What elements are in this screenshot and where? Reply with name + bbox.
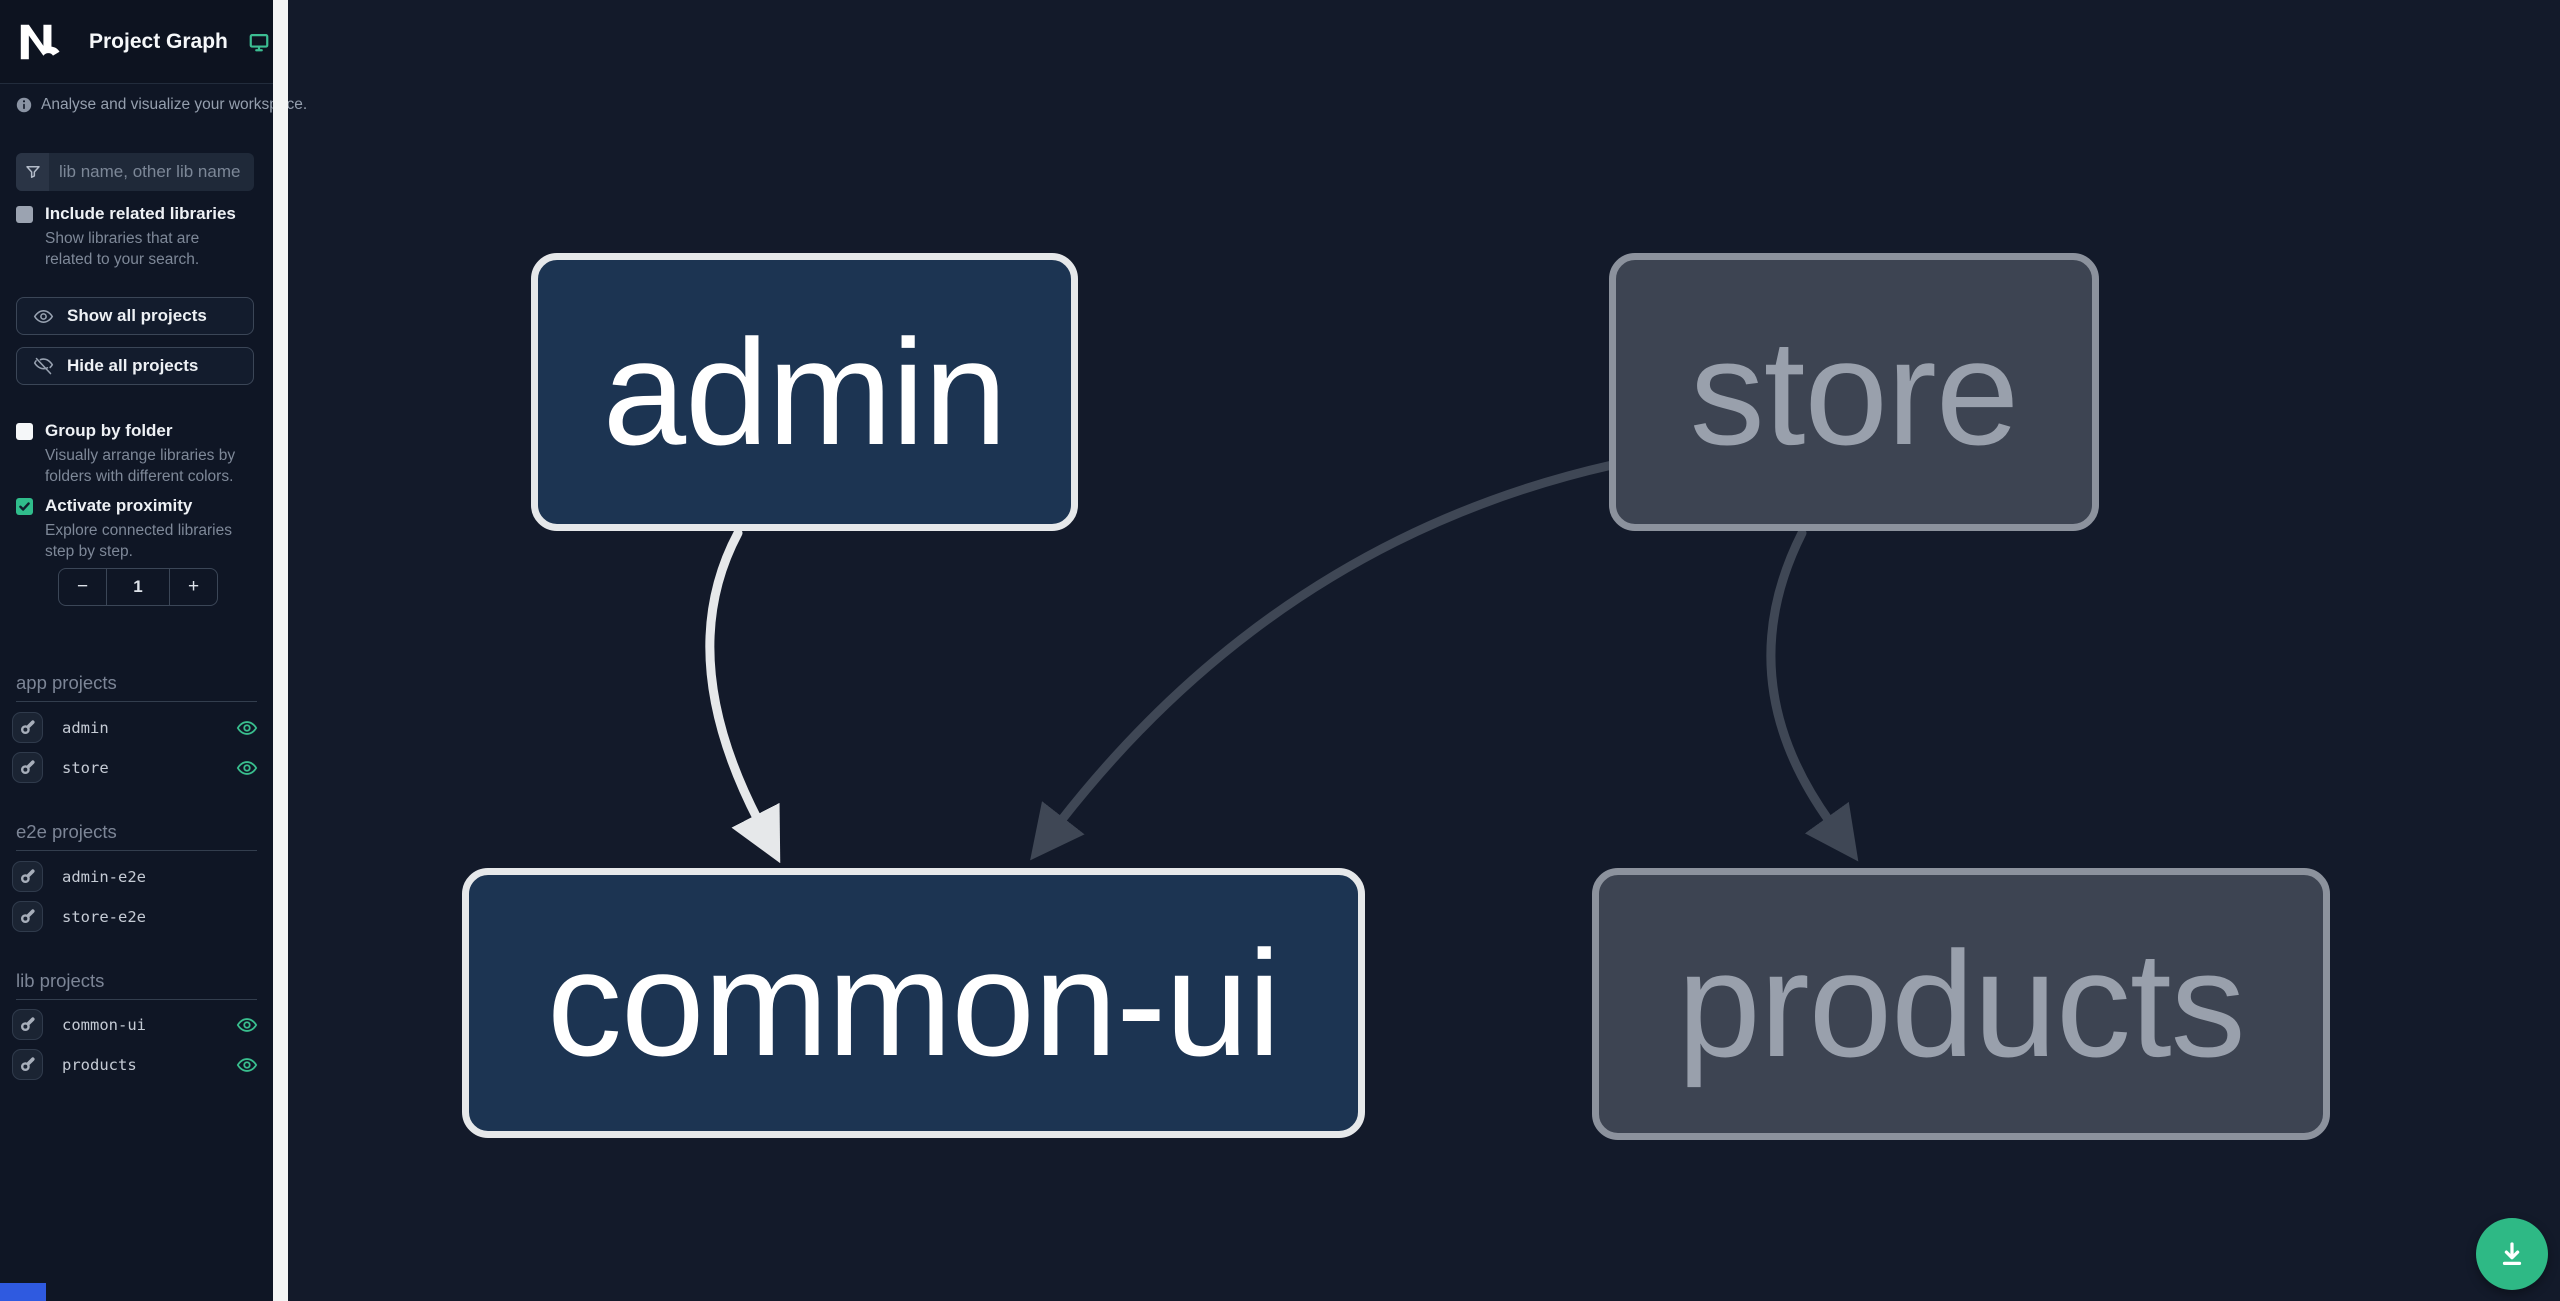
focus-project-button-admin-e2e[interactable] [12, 861, 43, 892]
project-row-store-e2e: store-e2e [12, 901, 261, 932]
focus-project-button-store[interactable] [12, 752, 43, 783]
proximity-depth-stepper: − 1 + [58, 568, 218, 606]
download-icon [2502, 1242, 2522, 1265]
focus-project-button-products[interactable] [12, 1049, 43, 1080]
proximity-increment-button[interactable]: + [187, 576, 200, 597]
project-row-admin: admin [12, 712, 261, 743]
include-related-description: Show libraries that are related to your … [45, 230, 200, 268]
activate-proximity-description: Explore connected libraries step by step… [45, 522, 232, 560]
eye-icon [236, 1017, 258, 1032]
edge-store-to-products[interactable] [1766, 528, 1859, 862]
project-name-products[interactable]: products [62, 1055, 137, 1074]
project-name-store[interactable]: store [62, 758, 109, 777]
proximity-depth-value: 1 [106, 569, 170, 605]
toggle-visibility-products[interactable] [236, 1054, 258, 1076]
eye-icon [33, 306, 54, 327]
project-name-admin[interactable]: admin [62, 718, 109, 737]
project-row-admin-e2e: admin-e2e [12, 861, 261, 892]
activate-proximity-checkbox[interactable] [16, 498, 33, 515]
edge-admin-to-common-ui[interactable] [705, 528, 781, 864]
project-filter [16, 153, 254, 191]
proximity-decrement-button[interactable]: − [76, 576, 89, 597]
focus-icon [20, 1017, 35, 1032]
option-include-related: Include related libraries Show libraries… [16, 204, 250, 270]
hide-all-projects-label: Hide all projects [67, 356, 199, 375]
section-heading-lib-projects: lib projects [16, 970, 257, 1000]
info-icon [16, 97, 32, 113]
node-label-admin: admin [602, 308, 1008, 476]
focus-icon [20, 869, 35, 884]
toggle-visibility-admin[interactable] [236, 717, 258, 739]
edge-store-to-common-ui[interactable] [1030, 460, 1617, 861]
download-graph-button[interactable] [2476, 1218, 2548, 1290]
project-name-admin-e2e[interactable]: admin-e2e [62, 867, 146, 886]
sidebar-scrollbar[interactable] [273, 0, 288, 1301]
project-row-common-ui: common-ui [12, 1009, 261, 1040]
toggle-visibility-common-ui[interactable] [236, 1014, 258, 1036]
workspace-info-text: Analyse and visualize your workspace. [41, 96, 308, 113]
app-title: Project Graph [89, 29, 228, 53]
group-by-folder-checkbox[interactable] [16, 423, 33, 440]
eye-icon [236, 720, 258, 735]
checkmark-icon [19, 502, 30, 511]
node-label-products: products [1677, 920, 2245, 1088]
hide-all-projects-button[interactable]: Hide all projects [16, 347, 254, 385]
section-heading-app-projects: app projects [16, 672, 257, 702]
sidebar-header: Project Graph [0, 0, 273, 84]
filter-funnel-icon [16, 153, 49, 191]
workspace-info: Analyse and visualize your workspace. [16, 96, 307, 114]
eye-icon [236, 1057, 258, 1072]
project-row-store: store [12, 752, 261, 783]
project-name-store-e2e[interactable]: store-e2e [62, 907, 146, 926]
graph-node-store[interactable]: store [1609, 253, 2099, 531]
focus-project-button-common-ui[interactable] [12, 1009, 43, 1040]
nx-logo [16, 19, 62, 65]
project-name-common-ui[interactable]: common-ui [62, 1015, 146, 1034]
toggle-visibility-store[interactable] [236, 757, 258, 779]
show-all-projects-label: Show all projects [67, 306, 207, 325]
section-heading-e2e-projects: e2e projects [16, 821, 257, 851]
focus-icon [20, 909, 35, 924]
activate-proximity-label[interactable]: Activate proximity [45, 496, 193, 515]
graph-node-products[interactable]: products [1592, 868, 2330, 1140]
group-by-folder-description: Visually arrange libraries by folders wi… [45, 447, 236, 485]
graph-node-common-ui[interactable]: common-ui [462, 868, 1365, 1138]
option-activate-proximity: Activate proximity Explore connected lib… [16, 496, 259, 562]
focus-project-button-store-e2e[interactable] [12, 901, 43, 932]
eye-icon [236, 760, 258, 775]
monitor-icon[interactable] [248, 31, 270, 53]
sidebar: Project Graph Analyse and visualize your… [0, 0, 307, 1301]
graph-node-admin[interactable]: admin [531, 253, 1078, 531]
focus-icon [20, 720, 35, 735]
focus-icon [20, 1057, 35, 1072]
include-related-label[interactable]: Include related libraries [45, 204, 236, 223]
focus-icon [20, 760, 35, 775]
eye-off-icon [33, 356, 54, 377]
status-overlay [0, 1283, 46, 1301]
option-group-by-folder: Group by folder Visually arrange librari… [16, 421, 250, 487]
include-related-checkbox[interactable] [16, 206, 33, 223]
focus-project-button-admin[interactable] [12, 712, 43, 743]
group-by-folder-label[interactable]: Group by folder [45, 421, 173, 440]
project-row-products: products [12, 1049, 261, 1080]
node-label-store: store [1689, 308, 2019, 476]
show-all-projects-button[interactable]: Show all projects [16, 297, 254, 335]
filter-input[interactable] [49, 153, 254, 191]
node-label-common-ui: common-ui [547, 919, 1281, 1087]
